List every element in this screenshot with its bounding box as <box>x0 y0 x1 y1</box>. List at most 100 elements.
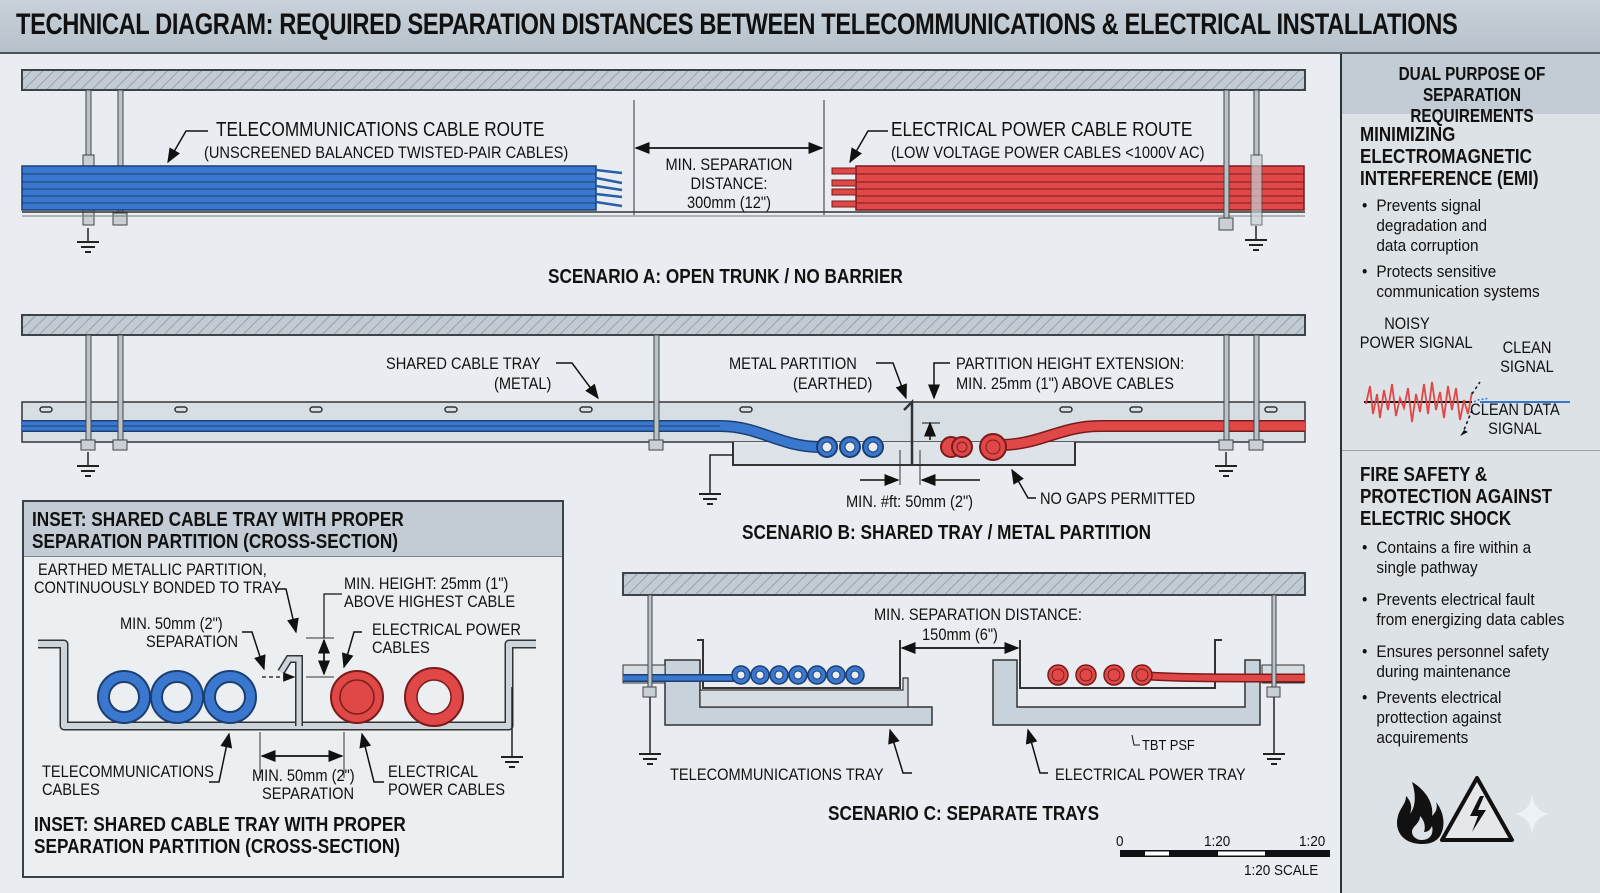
sparkle-icon <box>1514 794 1550 834</box>
fire-bullet: Ensures personnel safety during maintena… <box>1362 642 1549 682</box>
inset-telecom-line1: TELECOMMUNICATIONS <box>42 762 214 781</box>
inset-height-line1: MIN. HEIGHT: 25mm (1") <box>344 574 509 593</box>
emi-bullet-text: Prevents signal <box>1376 196 1482 215</box>
telecom-cable-bundle-a <box>21 165 623 211</box>
safety-icons <box>1397 776 1550 844</box>
emi-bullet-text: Protects sensitive <box>1376 262 1497 281</box>
scenario-c-title: SCENARIO C: SEPARATE TRAYS <box>828 803 1100 825</box>
title-bar: TECHNICAL DIAGRAM: REQUIRED SEPARATION D… <box>0 0 1600 54</box>
power-cable-section-b <box>940 433 1007 461</box>
fire-bullet: Prevents electrical prottection against … <box>1362 688 1501 748</box>
scale-tick-2: 1:20 <box>1299 833 1326 850</box>
fire-bullet-text: during maintenance <box>1376 662 1511 681</box>
scenario-a-drawing <box>21 69 1306 253</box>
inset-power-top-line1: ELECTRICAL POWER <box>372 620 521 639</box>
scenario-a-title: SCENARIO A: OPEN TRUNK / NO BARRIER <box>548 266 903 288</box>
inset-telecom-cables <box>97 670 257 724</box>
scenario-b-title: SCENARIO B: SHARED TRAY / METAL PARTITIO… <box>742 522 1152 544</box>
partition-extension-label: PARTITION HEIGHT EXTENSION: <box>956 354 1185 373</box>
fire-bullet: Prevents electrical fault from energizin… <box>1362 590 1564 630</box>
power-cable-bundle-a <box>831 165 1305 211</box>
inset-header-line2: SEPARATION PARTITION (CROSS-SECTION) <box>32 531 398 553</box>
inset-sep-bottom-line2: SEPARATION <box>262 784 355 803</box>
scenario-b-drawing <box>21 314 1306 505</box>
partition-extension-sublabel: MIN. 25mm (1") ABOVE CABLES <box>956 374 1175 393</box>
metal-partition-label: METAL PARTITION <box>729 354 857 373</box>
sidebar-panel: DUAL PURPOSE OF SEPARATION REQUIREMENTS … <box>1340 54 1600 893</box>
inset-power-bottom-line1: ELECTRICAL <box>388 762 479 781</box>
fire-bullet-text: Prevents electrical fault <box>1376 590 1535 609</box>
cable-core <box>1079 668 1093 682</box>
inset-header: INSET: SHARED CABLE TRAY WITH PROPER SEP… <box>24 502 562 557</box>
inset-power-cables <box>330 667 464 727</box>
fire-title-line3: ELECTRIC SHOCK <box>1360 508 1512 530</box>
sidebar-header-line1: DUAL PURPOSE OF <box>1398 64 1546 84</box>
telecom-tray <box>622 639 933 726</box>
noisy-label-line2: POWER SIGNAL <box>1359 333 1473 352</box>
power-route-label: ELECTRICAL POWER CABLE ROUTE <box>891 119 1193 141</box>
separation-c-line1: MIN. SEPARATION DISTANCE: <box>874 605 1082 624</box>
cable-core <box>812 670 822 680</box>
telecom-cable-section-c <box>731 665 865 685</box>
inset-cross-section <box>38 588 536 783</box>
clean-label-line2: SIGNAL <box>1500 357 1554 376</box>
scale-bar <box>1120 850 1330 857</box>
misc-tray-label: TBT PSF <box>1142 737 1195 754</box>
cable-core <box>1135 668 1149 682</box>
cable-core <box>831 670 841 680</box>
metal-partition <box>903 398 914 465</box>
fire-bullet: Contains a fire within a single pathway <box>1362 538 1531 578</box>
clean-label-line1: CLEAN <box>1502 338 1552 357</box>
power-route-sublabel: (LOW VOLTAGE POWER CABLES <1000V AC) <box>891 143 1205 162</box>
shared-tray-label: SHARED CABLE TRAY <box>386 354 541 373</box>
scale-caption: 1:20 SCALE <box>1244 862 1319 879</box>
inset-power-bottom-line2: POWER CABLES <box>388 780 506 799</box>
separation-c-line2: 150mm (6") <box>922 625 998 644</box>
separation-a-line1: MIN. SEPARATION <box>665 155 793 174</box>
inset-header-line1: INSET: SHARED CABLE TRAY WITH PROPER <box>32 509 404 531</box>
fire-bullet-text: acquirements <box>1376 728 1469 747</box>
cable-core <box>1107 668 1121 682</box>
inset-footer-line2: SEPARATION PARTITION (CROSS-SECTION) <box>34 836 400 858</box>
power-cable <box>1131 664 1153 686</box>
min-gap-label: MIN. #ft: 50mm (2") <box>846 492 974 511</box>
inset-panel: INSET: SHARED CABLE TRAY WITH PROPER SEP… <box>22 500 564 878</box>
fire-title-line2: PROTECTION AGAINST <box>1360 486 1553 508</box>
cable-core <box>774 670 784 680</box>
clean-data-label-line2: SIGNAL <box>1488 419 1542 438</box>
power-cable-section-c <box>1047 664 1153 686</box>
cable-core <box>755 670 765 680</box>
emi-bullet: Prevents signal degradation and data cor… <box>1362 196 1487 256</box>
fire-bullet-text: Ensures personnel safety <box>1376 642 1550 661</box>
power-tray-label: ELECTRICAL POWER TRAY <box>1055 765 1246 784</box>
telecom-route-label: TELECOMMUNICATIONS CABLE ROUTE <box>216 119 545 141</box>
power-cable <box>1103 664 1125 686</box>
ground-symbol <box>76 227 100 253</box>
separation-a-line2: DISTANCE: <box>690 174 768 193</box>
emi-bullet: Protects sensitive communication systems <box>1362 262 1540 302</box>
fire-icon <box>1397 782 1444 844</box>
inset-height-line2: ABOVE HIGHEST CABLE <box>344 592 516 611</box>
telecom-route-sublabel: (UNSCREENED BALANCED TWISTED-PAIR CABLES… <box>204 143 569 162</box>
fire-bullet-text: prottection against <box>1376 708 1502 727</box>
telecom-tray-label: TELECOMMUNICATIONS TRAY <box>670 765 884 784</box>
sidebar-header-text: DUAL PURPOSE OF SEPARATION REQUIREMENTS <box>1362 64 1583 127</box>
metal-partition-sublabel: (EARTHED) <box>793 374 873 393</box>
emi-title-line2: ELECTROMAGNETIC <box>1360 146 1532 168</box>
ground-symbol <box>1244 225 1268 251</box>
diagram-title: TECHNICAL DIAGRAM: REQUIRED SEPARATION D… <box>16 8 1458 41</box>
emi-bullet-text: communication systems <box>1376 282 1540 301</box>
ceiling-slab-c <box>622 572 1306 596</box>
inset-partition-line1: EARTHED METALLIC PARTITION, <box>38 560 267 579</box>
inset-power-top-line2: CABLES <box>372 638 430 657</box>
power-cable <box>1075 664 1097 686</box>
scale-tick-1: 1:20 <box>1204 833 1231 850</box>
inset-sep-bottom-line1: MIN. 50mm (2") <box>252 766 355 785</box>
section-divider <box>1342 450 1600 451</box>
diagram-canvas <box>21 69 1330 857</box>
shared-tray-sublabel: (METAL) <box>494 374 552 393</box>
cable-core <box>793 670 803 680</box>
emi-bullet-text: data corruption <box>1376 236 1479 255</box>
fire-title-line1: FIRE SAFETY & <box>1360 464 1488 486</box>
separation-a-line3: 300mm (12") <box>686 193 772 212</box>
